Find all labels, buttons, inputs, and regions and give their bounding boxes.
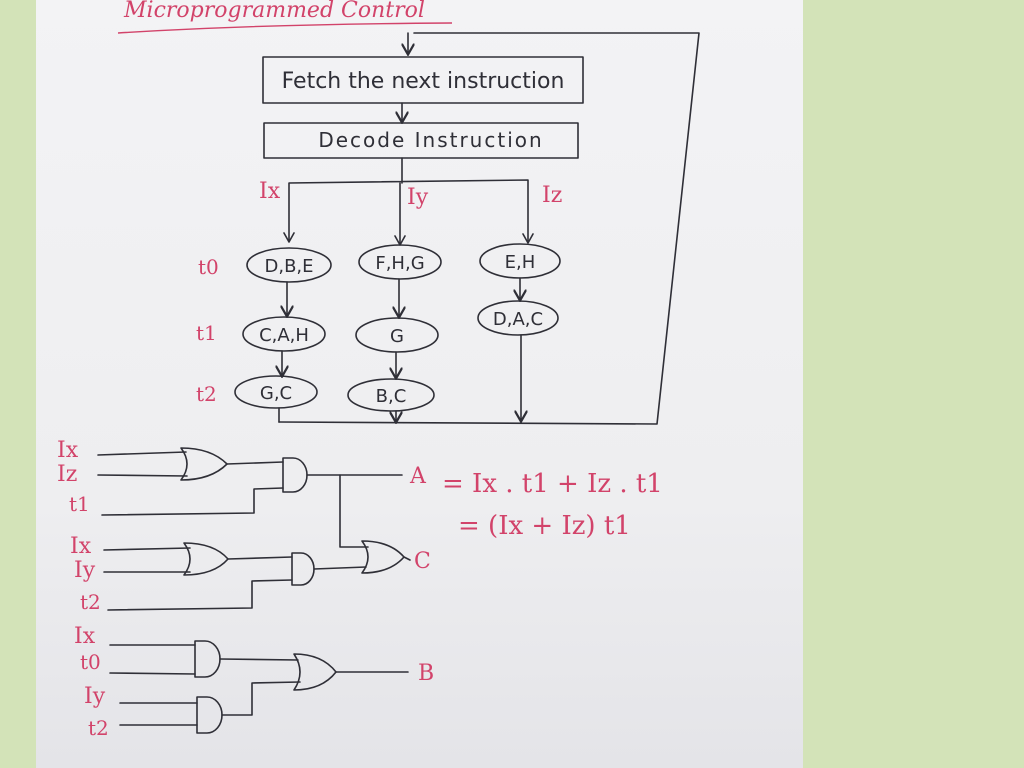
- state-iz-t1-label: D,A,C: [493, 309, 543, 330]
- state-ix-t2-label: G,C: [260, 383, 292, 404]
- b-input-t0: t0: [80, 650, 101, 674]
- decode-box: [263, 122, 579, 159]
- b-input-t2: t2: [88, 716, 109, 740]
- state-ix-t1-label: C,A,H: [259, 325, 309, 346]
- state-iy-t1: [355, 317, 439, 353]
- fetch-box: [262, 56, 584, 104]
- c-input-t2: t2: [80, 590, 101, 614]
- a-t1-wire: [101, 487, 284, 516]
- state-iy-t2: [347, 378, 435, 412]
- state-iy-t0: [358, 244, 442, 280]
- state-ix-t0: [246, 247, 332, 283]
- a-input-iz: Iz: [57, 462, 77, 487]
- title-underline: [117, 22, 453, 34]
- b-and-gate-2: [196, 696, 223, 734]
- state-iy-t1-label: G: [390, 326, 404, 347]
- branch-label-ix: Ix: [259, 179, 281, 204]
- state-ix-t1: [242, 316, 326, 352]
- b-and2-to-or: [221, 681, 301, 716]
- decode-label: Decode Instruction: [318, 128, 543, 152]
- branch-label-iy: Iy: [407, 185, 429, 210]
- c-or-gate: [183, 542, 229, 576]
- whiteboard: [36, 0, 803, 768]
- loop-back-line: [278, 32, 700, 425]
- a-input-t1: t1: [69, 492, 90, 516]
- state-iy-t2-label: B,C: [376, 386, 407, 407]
- decode-branches: [288, 157, 529, 245]
- a-or-to-and: [226, 461, 284, 465]
- b-input-iy: Iy: [84, 684, 106, 709]
- b-and1-to-or: [219, 658, 299, 661]
- b-and2-inputs: [119, 702, 198, 726]
- time-label-t1: t1: [196, 321, 217, 345]
- fetch-label: Fetch the next instruction: [282, 69, 565, 94]
- time-label-t2: t2: [196, 382, 217, 406]
- c-input-iy: Iy: [74, 558, 96, 583]
- a-or-gate: [180, 447, 228, 481]
- equation-line-2: = (Ix + Iz) t1: [458, 511, 631, 541]
- state-iz-t1: [477, 300, 559, 336]
- c-from-a-wire: [339, 474, 369, 548]
- a-and-gate: [282, 457, 308, 493]
- c-or-to-and: [227, 556, 293, 560]
- b-input-ix: Ix: [74, 624, 96, 649]
- c-and-gate: [291, 552, 315, 586]
- a-input-ix: Ix: [57, 438, 79, 463]
- time-label-t0: t0: [198, 255, 219, 279]
- c-final-or-gate: [361, 540, 405, 574]
- a-or-inputs: [97, 451, 188, 477]
- c-t2-wire: [107, 579, 293, 611]
- b-and-gate-1: [194, 640, 221, 678]
- output-b: B: [418, 661, 434, 686]
- state-ix-t2: [234, 375, 318, 409]
- branch-arrowheads: [283, 232, 534, 246]
- branch-label-iz: Iz: [542, 183, 562, 208]
- output-c: C: [414, 549, 431, 574]
- c-output-wire: [403, 556, 411, 561]
- c-and-to-or: [313, 566, 367, 570]
- c-input-ix: Ix: [70, 534, 92, 559]
- state-iy-t0-label: F,H,G: [375, 253, 424, 274]
- equation-line-1: = Ix . t1 + Iz . t1: [442, 469, 663, 499]
- b-or-gate: [293, 653, 337, 691]
- output-a: A: [409, 464, 427, 489]
- state-ix-t0-label: D,B,E: [264, 256, 313, 277]
- b-and1-inputs: [109, 644, 196, 675]
- page-title: Microprogrammed Control: [123, 0, 425, 23]
- c-or-inputs: [103, 547, 191, 573]
- state-iz-t0-label: E,H: [505, 252, 536, 273]
